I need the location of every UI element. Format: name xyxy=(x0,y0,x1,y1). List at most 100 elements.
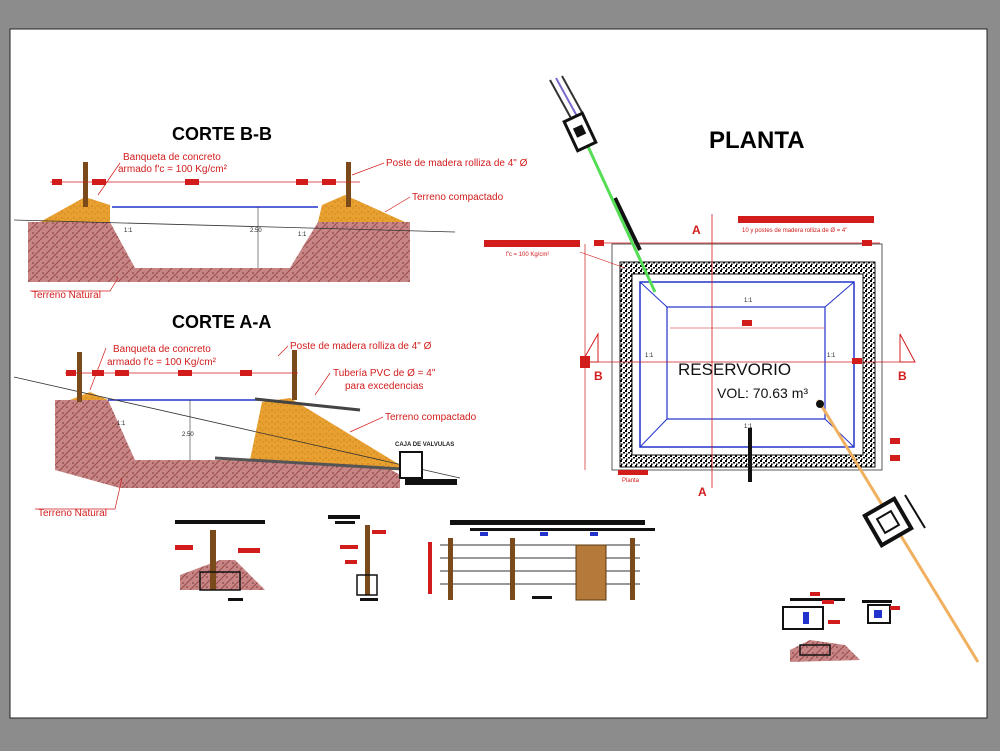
dim-tag xyxy=(862,240,872,246)
corte-bb-depth: 2.50 xyxy=(250,228,262,234)
dim-tag xyxy=(296,179,308,185)
dim-tag xyxy=(890,438,900,444)
corte-bb-label-terreno-natural: Terreno Natural xyxy=(32,290,101,301)
corte-aa-title: CORTE A-A xyxy=(172,312,271,332)
dim-tag xyxy=(580,356,590,368)
planta-reservoir-volume: VOL: 70.63 m³ xyxy=(717,385,808,401)
corte-aa-label-banqueta-1: Banqueta de concreto xyxy=(113,344,211,355)
caja-valvulas-box xyxy=(399,451,423,479)
planta-cut-label-b-right: B xyxy=(898,369,907,383)
planta-label-bar-bottom xyxy=(618,470,648,475)
planta-reservoir-name: RESERVORIO xyxy=(678,360,791,379)
detail-valve-box xyxy=(782,592,900,662)
dim-tag xyxy=(66,370,76,376)
corte-aa-slope: 1:1 xyxy=(117,421,126,427)
detail-post-footing xyxy=(175,520,265,601)
corte-bb-fill-left xyxy=(40,197,110,222)
corte-aa-label-banqueta-2: armado f'c = 100 Kg/cm² xyxy=(107,357,217,368)
planta-title: PLANTA xyxy=(709,127,805,154)
dim-tag xyxy=(178,370,192,376)
planta-cut-label-a-top: A xyxy=(692,223,701,237)
planta-outlet-box xyxy=(862,496,914,548)
planta-inlet-lines xyxy=(561,75,585,117)
leader-line xyxy=(89,347,107,391)
corte-aa-outlet-pipe xyxy=(214,456,421,472)
corte-bb-title: CORTE B-B xyxy=(172,124,272,144)
planta-outer-boundary xyxy=(611,243,883,471)
corte-bb-soil xyxy=(28,222,410,282)
leader-line xyxy=(277,345,289,357)
corte-bb-ground-line xyxy=(13,219,456,233)
planta-label-postes: 10 y postes de madera rolliza de Ø = 4" xyxy=(742,228,847,234)
corte-bb-slope-right: 1:1 xyxy=(298,232,307,238)
corte-bb-post-right xyxy=(346,162,351,207)
planta-slope-right: 1:1 xyxy=(827,353,836,359)
corte-aa-label-tuberia-1: Tubería PVC de Ø = 4" xyxy=(333,368,436,379)
dim-tag xyxy=(185,179,199,185)
corte-aa-label-terreno-natural: Terreno Natural xyxy=(38,508,107,519)
planta-slope-bottom: 1:1 xyxy=(744,424,753,430)
planta-cut-label-a-bottom: A xyxy=(698,485,707,499)
corte-aa-label-poste: Poste de madera rolliza de 4" Ø xyxy=(290,341,432,352)
corte-aa-label-tuberia-2: para excedencias xyxy=(345,381,423,392)
corte-aa-ground-line xyxy=(13,376,461,479)
planta-label-fc: f'c = 100 Kg/cm² xyxy=(506,252,549,258)
leader-line xyxy=(35,477,123,510)
planta-outlet-valve xyxy=(816,400,824,408)
dim-tag xyxy=(115,370,129,376)
dim-tag xyxy=(594,240,604,246)
slope-line xyxy=(639,281,668,308)
corte-aa-label-terreno-compactado: Terreno compactado xyxy=(385,412,477,423)
dim-tag xyxy=(92,179,106,185)
planta-label-planta: Planta xyxy=(622,478,640,484)
planta-slope-top: 1:1 xyxy=(744,298,753,304)
leader-line xyxy=(384,196,411,213)
detail-banqueta xyxy=(328,515,386,601)
planta-outlet-box-label xyxy=(904,494,926,529)
planta-cut-label-b-left: B xyxy=(594,369,603,383)
slope-line xyxy=(639,418,668,448)
detail-fence-elevation xyxy=(428,520,655,601)
slope-line xyxy=(824,281,855,308)
planta-inlet-pipe xyxy=(583,139,657,293)
caja-valvulas-base xyxy=(405,479,457,485)
planta-label-bar-left xyxy=(484,240,580,247)
leader-line xyxy=(97,162,121,196)
planta-inlet-lines xyxy=(555,77,579,119)
dim-tag xyxy=(852,358,862,364)
cut-arrow-b-right xyxy=(899,333,916,363)
leader-line xyxy=(351,162,385,176)
planta-reservoir-top xyxy=(639,281,855,448)
corte-aa-post-left xyxy=(77,352,82,402)
planta-section: PLANTA B B A A 10 y postes xyxy=(484,75,980,663)
leader-line xyxy=(349,416,384,433)
corte-bb-label-terreno-compactado: Terreno compactado xyxy=(412,192,504,203)
corte-bb-label-banqueta-2: armado f'c = 100 Kg/cm² xyxy=(118,164,228,175)
dim-tag xyxy=(92,370,104,376)
planta-inlet-lines xyxy=(549,79,573,121)
planta-reservoir-bottom xyxy=(666,306,826,420)
dim-tag xyxy=(742,320,752,326)
planta-slope-left: 1:1 xyxy=(645,353,654,359)
planta-inlet-marker xyxy=(613,197,642,251)
corte-aa-soil xyxy=(55,400,400,488)
planta-inlet-box xyxy=(562,111,598,153)
corte-bb-fill-right xyxy=(318,195,405,222)
corte-aa-label-caja: CAJA DE VALVULAS xyxy=(395,442,454,448)
dim-tag xyxy=(322,179,336,185)
corte-bb-label-banqueta-1: Banqueta de concreto xyxy=(123,152,221,163)
leader-line xyxy=(314,372,331,396)
corte-bb-section: CORTE B-B 2.50 1:1 1:1 Banqueta de concr… xyxy=(13,124,528,301)
leader-line xyxy=(30,277,119,292)
dim-tag xyxy=(52,179,62,185)
planta-label-bar-top xyxy=(738,216,874,223)
corte-aa-depth: 2.50 xyxy=(182,432,194,438)
leader-line xyxy=(579,251,626,269)
corte-bb-post-left xyxy=(83,162,88,207)
corte-aa-overflow-pipe xyxy=(254,397,361,412)
corte-aa-section: CORTE A-A CAJA DE VALVULAS 2.50 1:1 Banq… xyxy=(13,312,477,519)
dim-tag xyxy=(240,370,252,376)
corte-bb-slope-left: 1:1 xyxy=(124,228,133,234)
corte-bb-label-poste: Poste de madera rolliza de 4" Ø xyxy=(386,158,528,169)
